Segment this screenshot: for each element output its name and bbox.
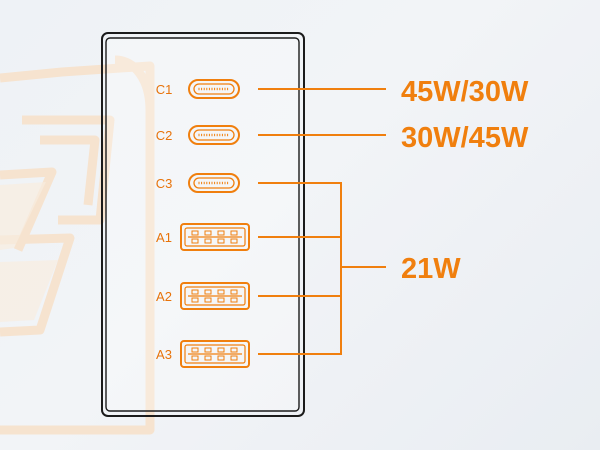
usb-a-port-icon-a1 [180, 223, 250, 251]
usb-c-port-icon-c1 [188, 79, 240, 99]
usb-a-port-icon-a3 [180, 340, 250, 368]
usb-c-port-icon-c2 [188, 125, 240, 145]
lightning-bolt-icon [0, 55, 155, 435]
usb-c-port-icon-c3 [188, 173, 240, 193]
port-label-c1: C1 [156, 82, 173, 97]
output-label-shared: 21W [401, 253, 461, 285]
callout-lines [258, 88, 386, 355]
port-label-c3: C3 [156, 176, 173, 191]
port-label-a3: A3 [156, 347, 172, 362]
port-label-a2: A2 [156, 289, 172, 304]
output-label-c2: 30W/45W [401, 122, 529, 154]
output-label-c1: 45W/30W [401, 76, 529, 108]
lightning-bolt-fill [0, 182, 58, 322]
ports-layer [180, 79, 250, 368]
usb-a-port-icon-a2 [180, 282, 250, 310]
port-label-a1: A1 [156, 230, 172, 245]
port-label-c2: C2 [156, 128, 173, 143]
